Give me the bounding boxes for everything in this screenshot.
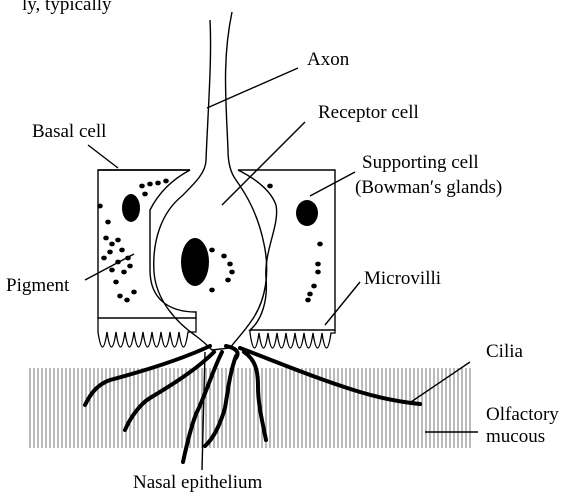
basal-leader bbox=[88, 145, 118, 168]
granule-dot bbox=[209, 288, 215, 293]
granule-dot bbox=[311, 284, 317, 289]
label-mucous: mucous bbox=[486, 426, 545, 447]
granule-dot bbox=[305, 298, 311, 303]
granule-dot bbox=[97, 204, 103, 209]
granule-dot bbox=[229, 270, 235, 275]
label-microvilli: Microvilli bbox=[364, 268, 441, 289]
granule-dot bbox=[117, 294, 123, 299]
microvilli-left bbox=[98, 318, 196, 347]
microvilli-right bbox=[250, 330, 335, 348]
granule-dot bbox=[124, 298, 130, 303]
label-cilia: Cilia bbox=[486, 341, 524, 362]
pigment-leader bbox=[85, 254, 134, 280]
granule-dot bbox=[105, 220, 111, 225]
receptor-nucleus bbox=[181, 238, 209, 286]
granule-dot bbox=[139, 184, 145, 189]
granule-dot bbox=[225, 278, 231, 283]
epithelium-leader bbox=[202, 352, 205, 470]
header-fragment: ly, typically bbox=[22, 0, 112, 15]
label-pigment: Pigment bbox=[6, 275, 70, 296]
granule-dot bbox=[209, 248, 215, 253]
supporting-cell-nucleus bbox=[296, 200, 318, 226]
granule-dot bbox=[227, 262, 233, 267]
microvilli-leader bbox=[325, 282, 360, 325]
granule-dot bbox=[103, 236, 109, 241]
granule-dot bbox=[267, 184, 273, 189]
granule-dot bbox=[163, 179, 169, 184]
label-nasal-epithelium: Nasal epithelium bbox=[133, 472, 262, 493]
granule-dot bbox=[113, 280, 119, 285]
granule-dot bbox=[109, 268, 115, 273]
supporting-leader bbox=[310, 172, 355, 196]
granule-dot bbox=[127, 264, 133, 269]
label-receptor-cell: Receptor cell bbox=[318, 102, 419, 123]
axon-leader bbox=[207, 68, 298, 108]
granule-dot bbox=[307, 292, 313, 297]
granule-dot bbox=[315, 262, 321, 267]
granule-dot bbox=[109, 242, 115, 247]
granule-dot bbox=[315, 270, 321, 275]
granule-dot bbox=[147, 182, 153, 187]
granule-dot bbox=[115, 238, 121, 243]
basal-cell-nucleus bbox=[122, 194, 140, 222]
granule-dot bbox=[142, 192, 148, 197]
granule-dot bbox=[221, 254, 227, 259]
granule-dot bbox=[101, 256, 107, 261]
cilia-leader bbox=[408, 362, 470, 404]
granule-dot bbox=[121, 270, 127, 275]
granule-dot bbox=[119, 248, 125, 253]
label-axon: Axon bbox=[307, 49, 350, 70]
granule-dot bbox=[107, 250, 113, 255]
granule-dot bbox=[155, 181, 161, 186]
granule-dot bbox=[317, 242, 323, 247]
label-olfactory: Olfactory bbox=[486, 404, 559, 425]
label-supporting-cell: Supporting cell bbox=[362, 152, 479, 173]
granule-dot bbox=[131, 290, 137, 295]
label-bowmans-glands: (Bowman′s glands) bbox=[355, 177, 502, 198]
receptor-leader bbox=[222, 122, 305, 205]
olfactory-mucous-layer bbox=[30, 368, 470, 448]
supporting-cell bbox=[238, 170, 335, 330]
receptor-cell bbox=[154, 12, 267, 350]
label-basal-cell: Basal cell bbox=[32, 121, 106, 142]
